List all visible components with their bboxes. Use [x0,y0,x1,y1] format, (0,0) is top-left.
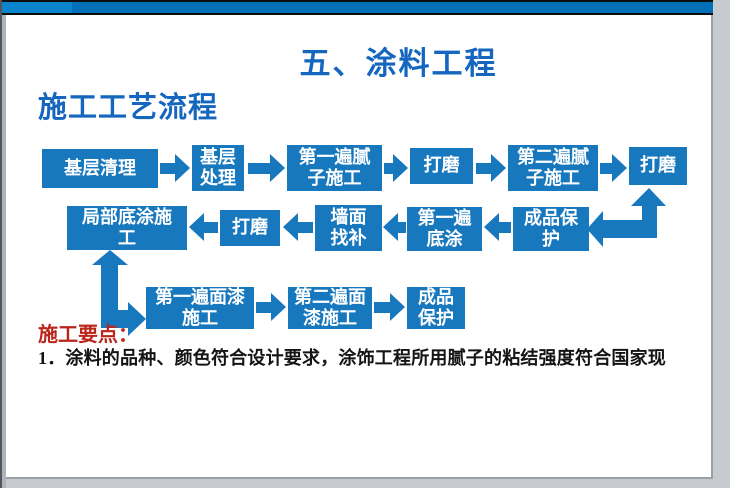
arrow-right-icon [160,154,190,182]
arrow-right-icon [384,154,408,182]
flow-step: 第一遍腻 子施工 [287,145,382,191]
flow-step: 成品保 护 [513,207,589,251]
flow-step: 第一遍面漆 施工 [146,287,254,329]
arrow-right-icon [256,293,286,321]
slide-title: 五、涂料工程 [299,46,498,81]
notes-point-1: 1．涂料的品种、颜色符合设计要求，涂饰工程所用腻子的粘结强度符合国家现 [38,348,666,368]
flow-step: 成品 保护 [407,287,465,329]
window-left-edge [0,0,6,488]
arrow-right-icon [476,154,506,182]
slide-top-banner [2,0,713,15]
flow-step: 基层 处理 [192,145,244,191]
flow-step: 基层清理 [42,149,158,188]
slide-canvas: 五、涂料工程 施工工艺流程 基层清理 基层 处理 第一遍腻 子施工 打磨 第二遍… [2,0,713,479]
arrow-right-icon [600,154,627,182]
flow-step: 墙面 找补 [315,205,382,251]
flow-step: 第一遍 底涂 [407,207,482,251]
arrow-left-icon [383,213,406,241]
flow-step: 打磨 [410,148,473,184]
slide-top-banner-accent [2,2,72,13]
bent-arrow-icon [92,250,146,336]
flow-step: 打磨 [220,210,280,246]
arrow-right-icon [374,293,405,321]
flow-step: 打磨 [629,147,687,185]
notes-heading: 施工要点： [38,324,138,346]
flow-step: 第二遍腻 子施工 [508,145,598,191]
bent-arrow-icon [587,188,666,247]
arrow-right-icon [248,154,285,182]
arrow-left-icon [283,213,313,241]
arrow-left-icon [189,213,218,241]
section-heading-process-flow: 施工工艺流程 [38,92,219,124]
flow-step: 第二遍面 漆施工 [288,287,372,329]
arrow-left-icon [484,213,511,241]
flow-step: 局部底涂施 工 [67,206,187,250]
